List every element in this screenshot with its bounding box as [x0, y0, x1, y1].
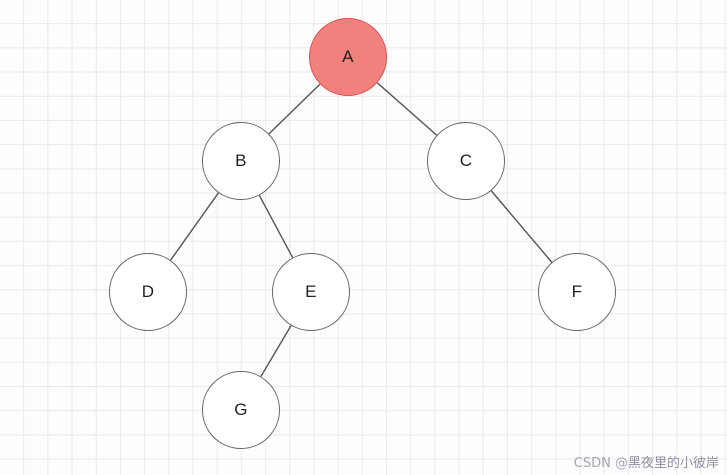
- tree-node-b[interactable]: B: [202, 122, 280, 200]
- tree-node-label: C: [459, 151, 473, 170]
- tree-node-c[interactable]: C: [427, 122, 505, 200]
- tree-node-f[interactable]: F: [538, 253, 616, 331]
- tree-node-label: G: [234, 400, 248, 419]
- tree-node-g[interactable]: G: [202, 371, 280, 449]
- tree-node-label: F: [571, 282, 583, 301]
- watermark-name: 黑夜里的小彼岸: [627, 456, 719, 471]
- tree-node-label: D: [141, 282, 155, 301]
- tree-node-a[interactable]: A: [309, 18, 387, 96]
- tree-edge-c-f: [490, 190, 553, 263]
- watermark: CSDN @黑夜里的小彼岸: [574, 452, 719, 471]
- tree-edge-a-b: [268, 83, 321, 135]
- tree-edge-b-d: [170, 192, 219, 261]
- tree-node-label: E: [305, 282, 317, 301]
- tree-edge-e-g: [260, 325, 292, 377]
- tree-node-label: B: [235, 151, 247, 170]
- watermark-prefix: CSDN @: [573, 456, 628, 471]
- tree-node-e[interactable]: E: [272, 253, 350, 331]
- tree-edge-a-c: [376, 82, 438, 136]
- tree-node-d[interactable]: D: [109, 253, 187, 331]
- tree-node-label: A: [342, 47, 354, 66]
- tree-edge-b-e: [258, 195, 294, 258]
